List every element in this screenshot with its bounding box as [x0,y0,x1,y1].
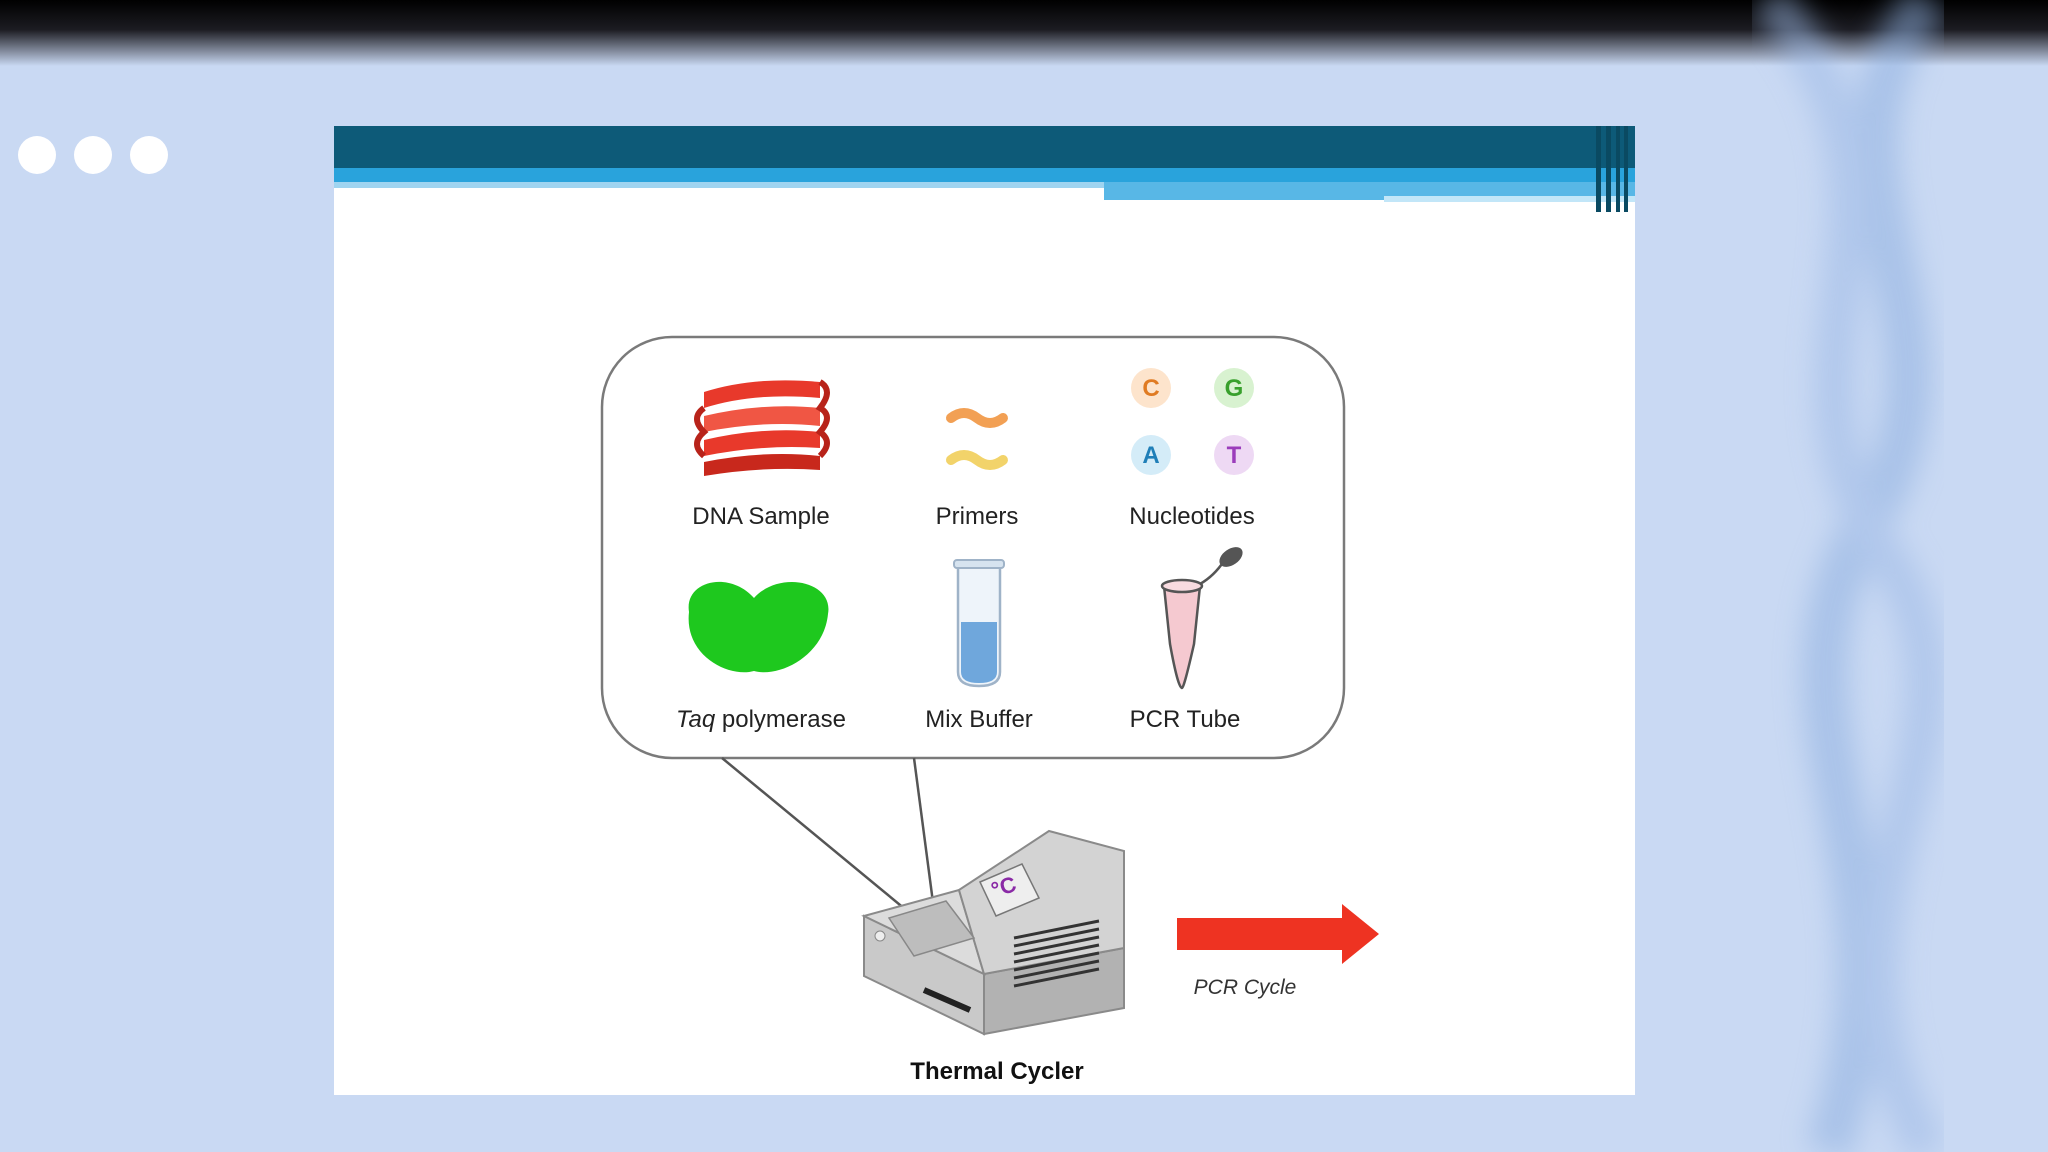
nucleotides-icon: C G A T [1131,368,1254,475]
taq-polymerase-icon [688,581,829,673]
nucleotide-t: T [1227,442,1242,469]
pcr-tube-label: PCR Tube [1130,706,1241,733]
pcr-diagram: DNA Sample Primers C G A T Nucleotides T… [600,335,1379,1085]
thermal-cycler-icon: °C [861,829,1125,1036]
dot-3 [130,136,168,174]
primers-label: Primers [936,503,1019,530]
slide-panel: PCR Components DNA Sample Primers C G [334,126,1635,1095]
primers-icon [946,408,1008,470]
taq-italic: Taq [676,706,716,733]
mix-buffer-icon [953,559,1005,688]
dna-helix-background [1753,0,1947,1152]
dna-sample-label: DNA Sample [692,503,829,530]
slide-header-band [334,126,1635,212]
nucleotide-a: A [1142,442,1159,469]
callout-pointer-left [721,757,935,934]
mix-buffer-label: Mix Buffer [925,706,1033,733]
window-dots [18,136,168,174]
nucleotides-label: Nucleotides [1129,503,1254,530]
nucleotide-g: G [1225,375,1244,402]
polymerase-text: polymerase [715,706,846,733]
pcr-cycle-label: PCR Cycle [1194,976,1297,999]
dna-sample-icon [694,379,830,476]
dot-1 [18,136,56,174]
pcr-cycle-arrow [1177,904,1379,964]
thermal-cycler-label: Thermal Cycler [910,1058,1083,1085]
taq-polymerase-label: Taq polymerase [676,706,846,733]
nucleotide-c: C [1142,375,1159,402]
dot-2 [74,136,112,174]
top-gradient-bar [0,0,2048,66]
pcr-tube-icon [1160,547,1243,690]
